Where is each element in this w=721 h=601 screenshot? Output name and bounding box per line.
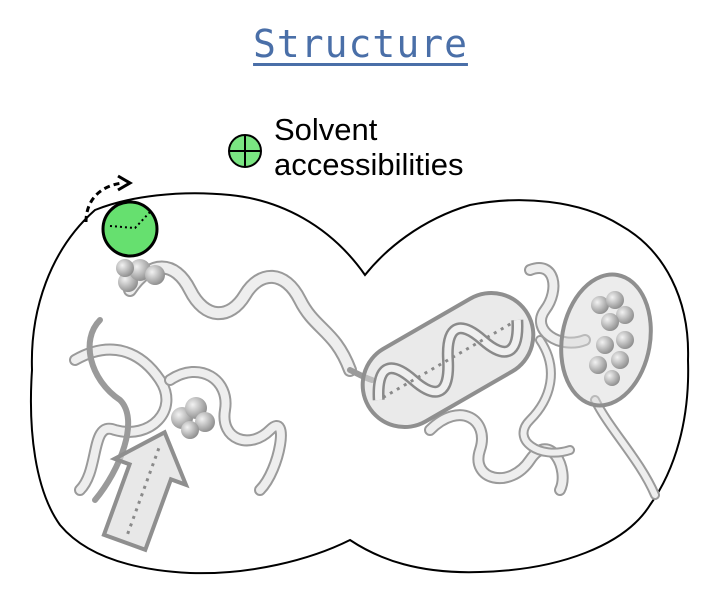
legend-label: Solvent accessibilities bbox=[274, 112, 464, 182]
solvent-accessibility-icon bbox=[228, 134, 262, 168]
legend: Solvent accessibilities bbox=[226, 112, 464, 182]
legend-line-1: Solvent bbox=[274, 112, 378, 147]
legend-line-2: accessibilities bbox=[274, 147, 464, 182]
ligand-sphere-cluster-left bbox=[116, 259, 215, 439]
ligand-region-highlight bbox=[559, 272, 653, 408]
ligand-sphere-icon bbox=[589, 291, 634, 386]
rotation-arrow-icon bbox=[84, 174, 133, 223]
protein-ribbon-right bbox=[424, 262, 660, 500]
page-title: Structure bbox=[253, 22, 468, 66]
helix-cylinder-icon bbox=[360, 291, 536, 429]
solvent-accessibility-marker-icon bbox=[101, 200, 159, 258]
beta-strand-arrow-icon bbox=[101, 429, 190, 553]
